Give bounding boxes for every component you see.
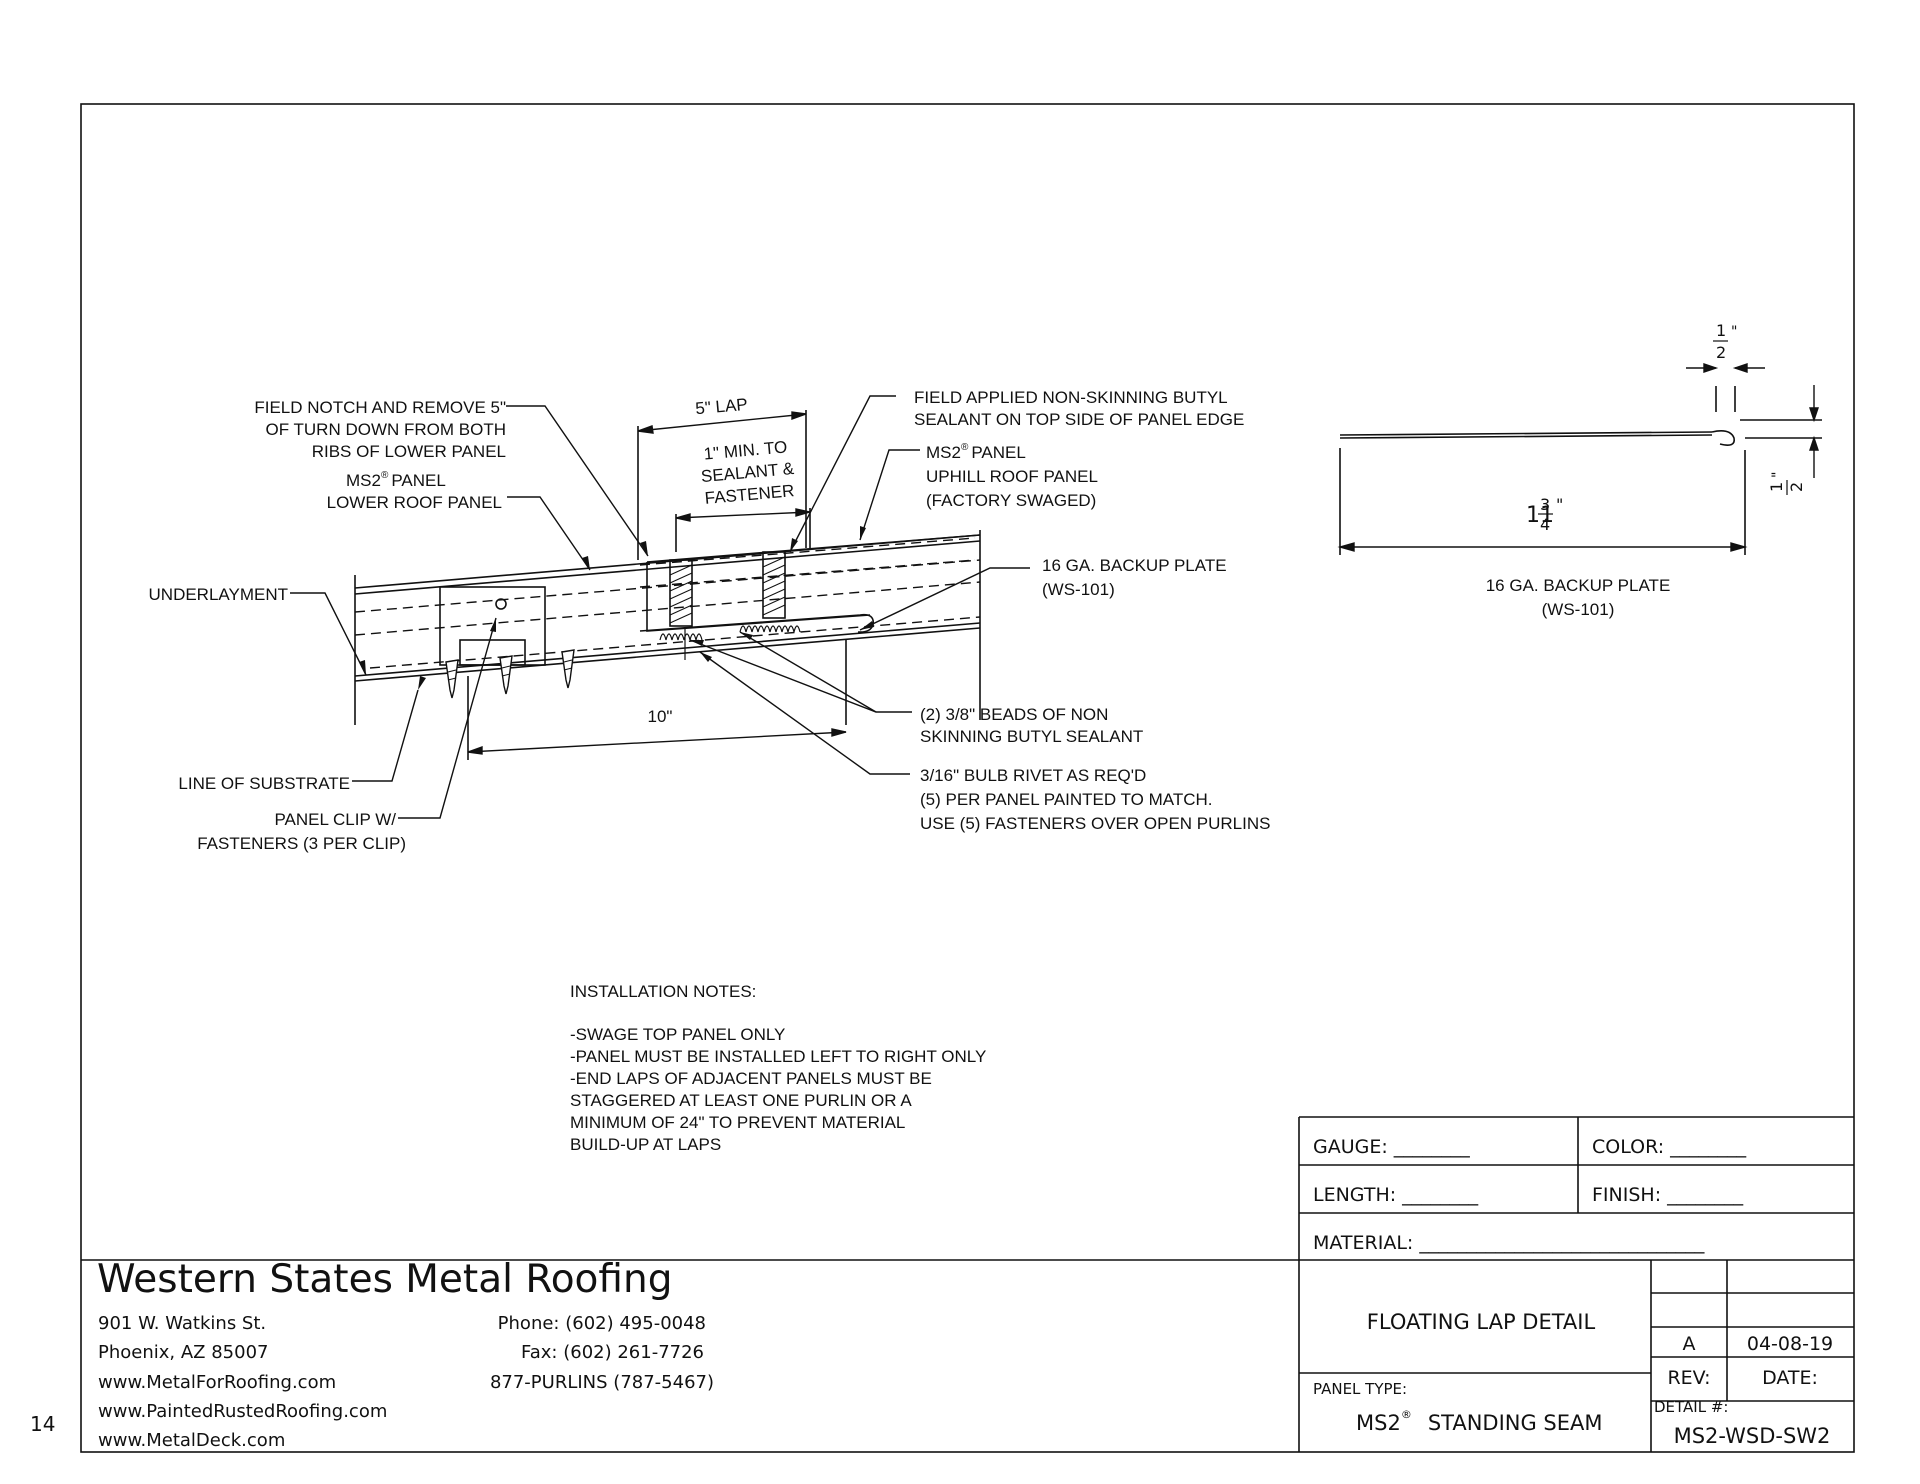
detail-number-value: MS2-WSD-SW2 — [1674, 1424, 1831, 1448]
callout-backup-plate: 16 GA. BACKUP PLATE — [1042, 556, 1227, 575]
detail-number-label: DETAIL #: — [1654, 1398, 1728, 1416]
company-web3[interactable]: www.MetalDeck.com — [98, 1430, 285, 1451]
callout-beads: SKINNING BUTYL SEALANT — [920, 727, 1143, 746]
notes-line: -END LAPS OF ADJACENT PANELS MUST BE — [570, 1069, 932, 1088]
callout-beads: (2) 3/8" BEADS OF NON — [920, 705, 1108, 724]
callout-backup-plate: (WS-101) — [1042, 580, 1115, 599]
callout-field-notch: OF TURN DOWN FROM BOTH — [266, 420, 507, 439]
backup-plate-detail: 11 3 4 " 1 2 " 1 2 " 16 GA. BACKUP PLATE… — [1337, 321, 1822, 619]
callout-rivet: 3/16" BULB RIVET AS REQ'D — [920, 766, 1146, 785]
top-half-den: 2 — [1716, 343, 1726, 362]
plate-caption: 16 GA. BACKUP PLATE — [1486, 576, 1671, 595]
company-block: Western States Metal Roofing 901 W. Watk… — [97, 1257, 714, 1451]
width-inch: " — [1556, 495, 1563, 514]
callout-underlayment: UNDERLAYMENT — [149, 585, 288, 604]
top-half-num: 1 — [1716, 321, 1726, 340]
notes-line: BUILD-UP AT LAPS — [570, 1135, 721, 1154]
callout-field-applied: FIELD APPLIED NON-SKINNING BUTYL — [914, 388, 1228, 407]
callout-rivet: (5) PER PANEL PAINTED TO MATCH. — [920, 790, 1213, 809]
notes-line: -SWAGE TOP PANEL ONLY — [570, 1025, 785, 1044]
date-value: 04-08-19 — [1747, 1333, 1833, 1355]
width-whole: 11 — [1526, 503, 1554, 528]
finish-field: FINISH: ________ — [1592, 1184, 1744, 1206]
page-number: 14 — [30, 1412, 56, 1436]
callout-panel-clip: FASTENERS (3 PER CLIP) — [197, 834, 406, 853]
callout-uphill-panel: (FACTORY SWAGED) — [926, 491, 1096, 510]
material-field: MATERIAL: ______________________________ — [1313, 1232, 1705, 1254]
callout-field-applied: SEALANT ON TOP SIDE OF PANEL EDGE — [914, 410, 1244, 429]
lap-section-drawing: FIELD NOTCH AND REMOVE 5" OF TURN DOWN F… — [149, 388, 1271, 853]
width-den: 4 — [1540, 515, 1550, 534]
gauge-field: GAUGE: ________ — [1313, 1136, 1470, 1158]
installation-notes: INSTALLATION NOTES: -SWAGE TOP PANEL ONL… — [570, 982, 986, 1154]
company-fax: Fax: (602) 261-7726 — [521, 1342, 704, 1363]
callout-uphill-panel: MS2®PANEL — [926, 442, 1026, 462]
width-num: 3 — [1540, 495, 1550, 514]
company-address2: Phoenix, AZ 85007 — [98, 1342, 268, 1363]
dimension-ten-inch: 10" — [648, 707, 673, 726]
side-half-inch: " — [1770, 472, 1786, 478]
callout-lower-panel: MS2®PANEL — [346, 470, 446, 490]
top-half-inch: " — [1731, 324, 1737, 340]
notes-heading: INSTALLATION NOTES: — [570, 982, 756, 1001]
company-web2[interactable]: www.PaintedRustedRoofing.com — [98, 1401, 387, 1422]
callout-field-notch: RIBS OF LOWER PANEL — [312, 442, 506, 461]
panel-type-value: MS2®STANDING SEAM — [1356, 1408, 1603, 1435]
detail-title: FLOATING LAP DETAIL — [1367, 1310, 1596, 1334]
company-phone: Phone: (602) 495-0048 — [498, 1313, 706, 1334]
plate-caption: (WS-101) — [1542, 600, 1615, 619]
sheet-frame — [80, 103, 1855, 1453]
length-field: LENGTH: ________ — [1313, 1184, 1479, 1206]
callout-lap: 5" LAP — [695, 395, 749, 418]
notes-line: STAGGERED AT LEAST ONE PURLIN OR A — [570, 1091, 912, 1110]
title-block: GAUGE: ________ COLOR: ________ LENGTH: … — [1313, 1136, 1833, 1448]
company-name: Western States Metal Roofing — [97, 1257, 672, 1302]
callout-lower-panel: LOWER ROOF PANEL — [327, 493, 502, 512]
callout-uphill-panel: UPHILL ROOF PANEL — [926, 467, 1098, 486]
callout-rivet: USE (5) FASTENERS OVER OPEN PURLINS — [920, 814, 1270, 833]
notes-line: -PANEL MUST BE INSTALLED LEFT TO RIGHT O… — [570, 1047, 986, 1066]
notes-line: MINIMUM OF 24" TO PREVENT MATERIAL — [570, 1113, 905, 1132]
rev-value: A — [1683, 1333, 1696, 1355]
callout-substrate: LINE OF SUBSTRATE — [178, 774, 350, 793]
side-half-num: 1 — [1767, 482, 1786, 492]
callout-panel-clip: PANEL CLIP W/ — [274, 810, 396, 829]
callout-min-sealant: FASTENER — [704, 481, 795, 508]
company-tollfree: 877-PURLINS (787-5467) — [490, 1372, 714, 1393]
callout-field-notch: FIELD NOTCH AND REMOVE 5" — [254, 398, 506, 417]
panel-type-label: PANEL TYPE: — [1313, 1380, 1407, 1398]
color-field: COLOR: ________ — [1592, 1136, 1747, 1158]
company-web1[interactable]: www.MetalForRoofing.com — [98, 1372, 336, 1393]
company-address1: 901 W. Watkins St. — [98, 1313, 266, 1334]
rev-label: REV: — [1667, 1367, 1710, 1389]
date-label: DATE: — [1762, 1367, 1818, 1389]
side-half-den: 2 — [1787, 482, 1806, 492]
